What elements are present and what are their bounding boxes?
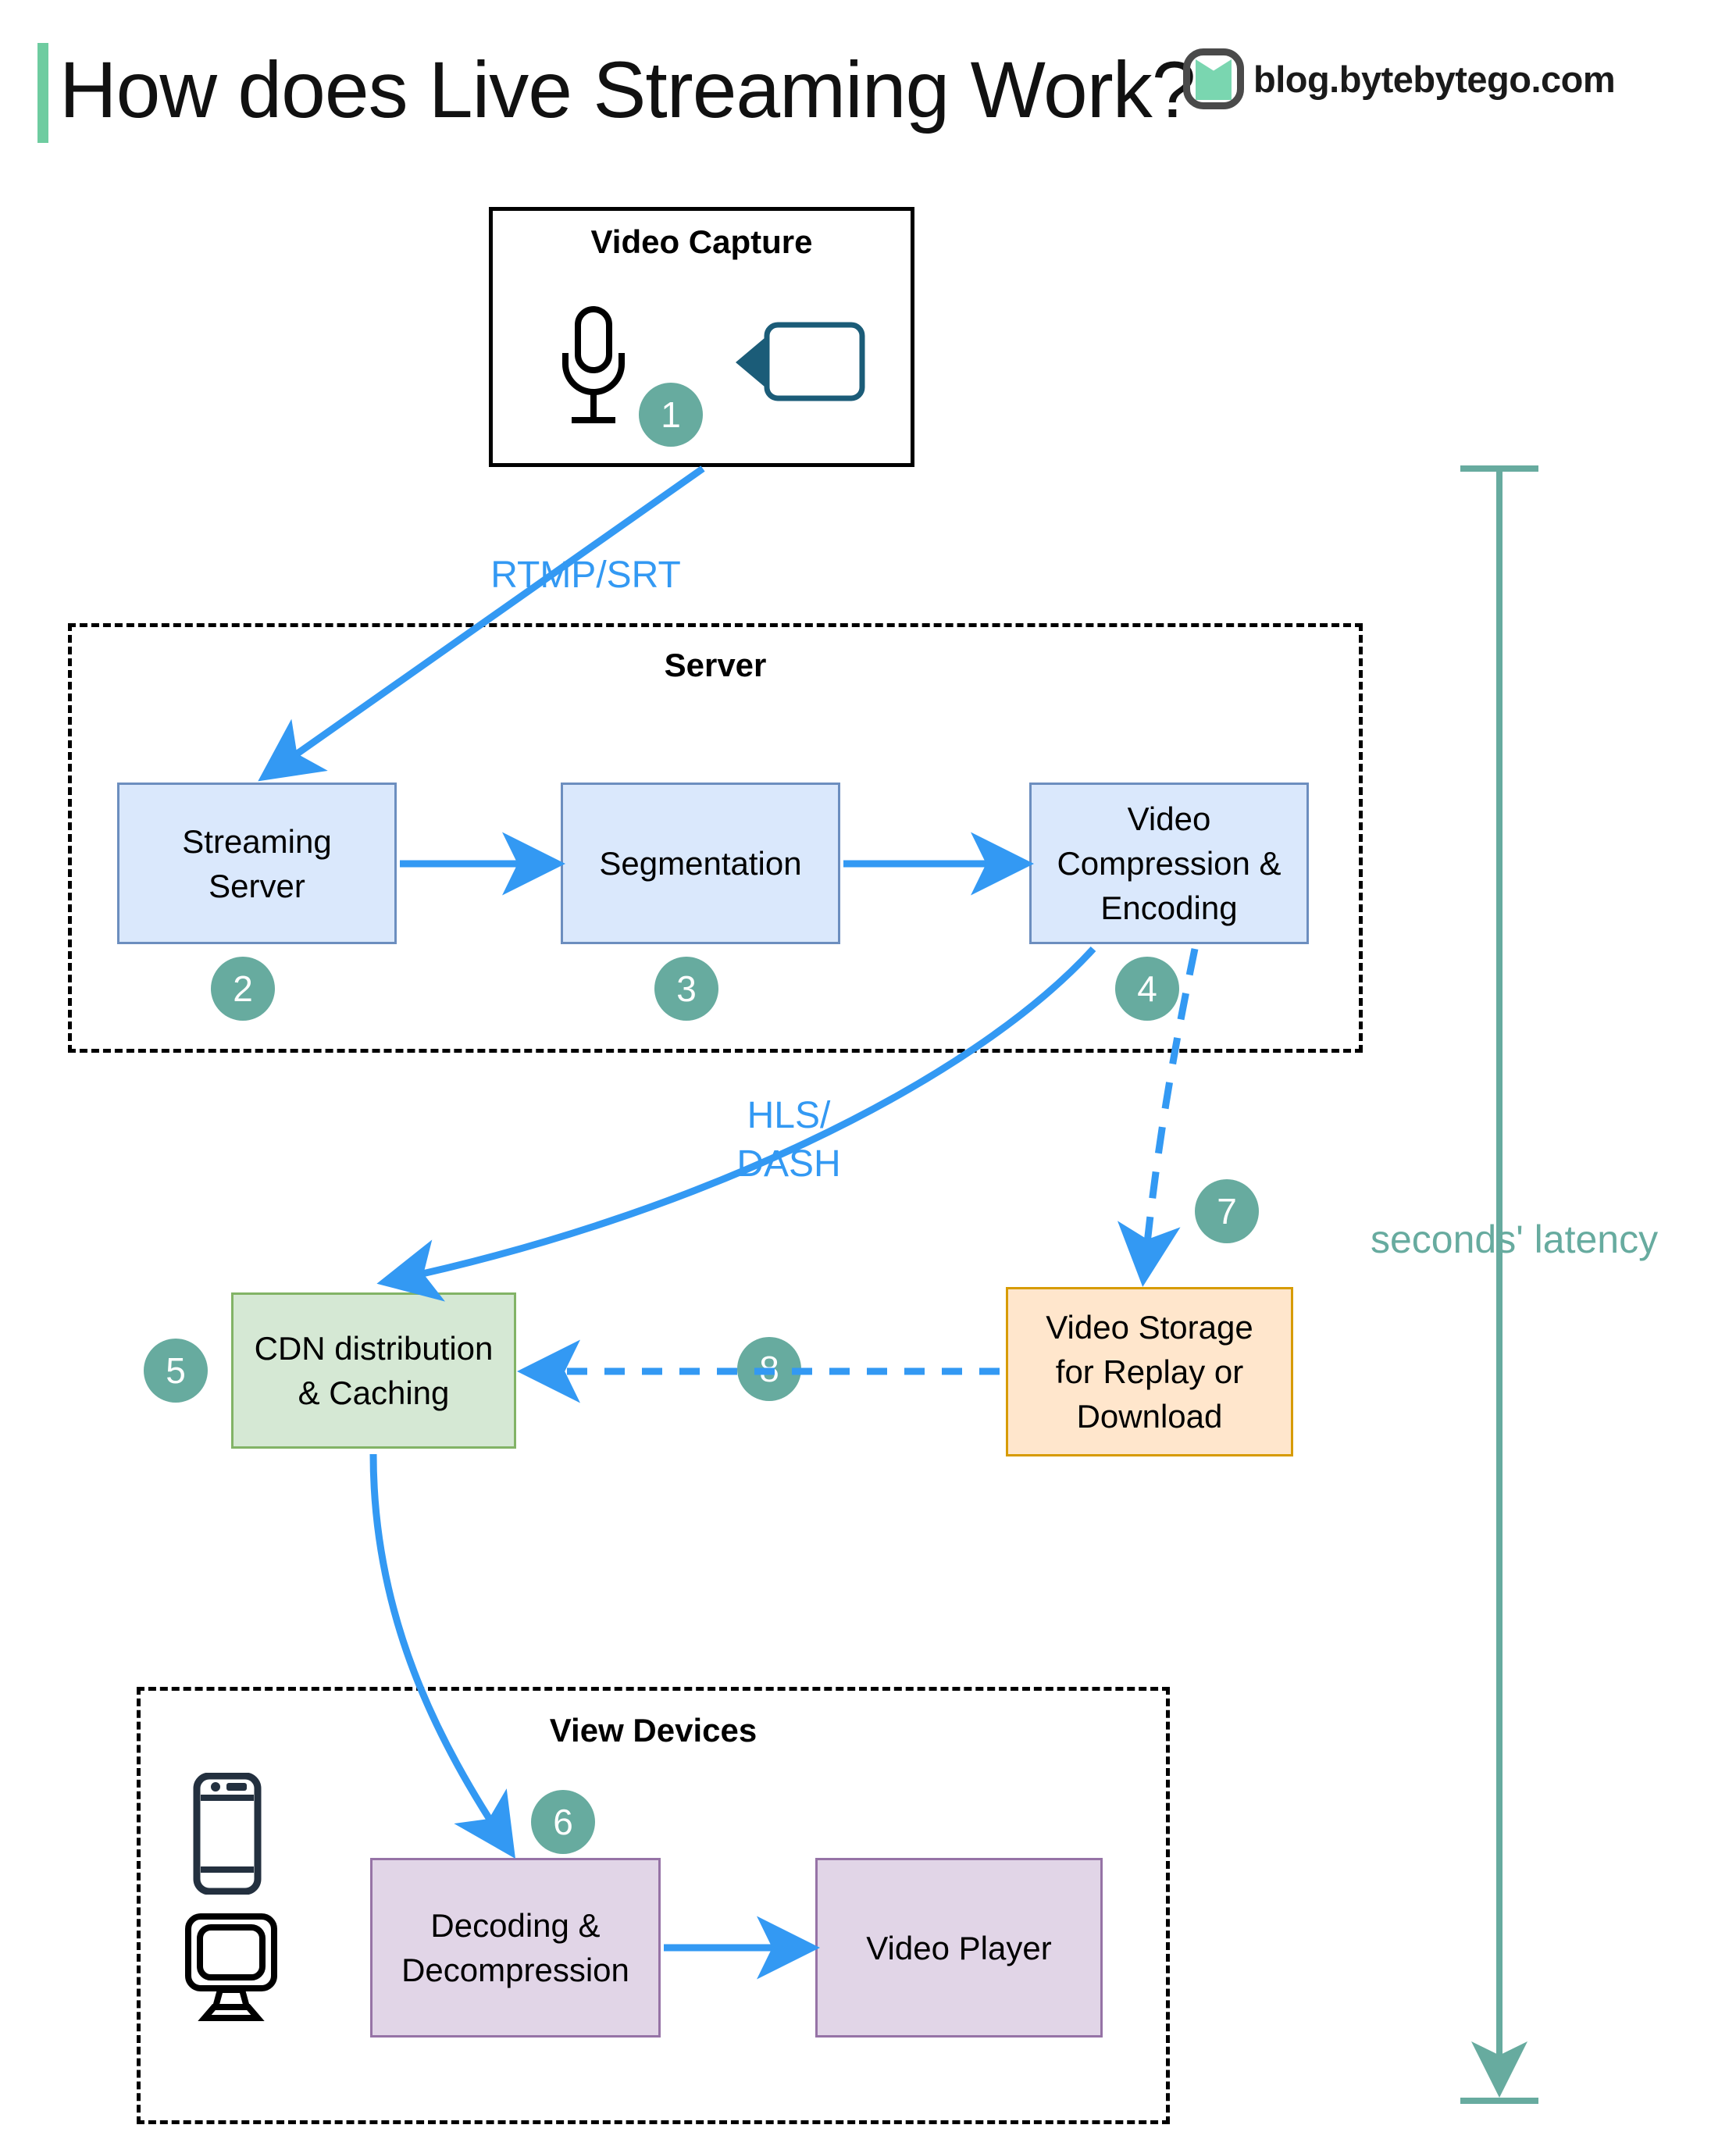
step-badge-2: 2: [211, 957, 275, 1021]
video-camera-icon: [726, 320, 867, 406]
step-badge-4: 4: [1115, 957, 1179, 1021]
brand-label: blog.bytebytego.com: [1253, 58, 1616, 100]
step-badge-3: 3: [654, 957, 718, 1021]
step-badge-6: 6: [531, 1790, 595, 1854]
video-capture-title: Video Capture: [590, 223, 813, 260]
step-badge-7: 7: [1195, 1179, 1259, 1243]
view-devices-container: [137, 1687, 1170, 2124]
node-segmentation[interactable]: Segmentation: [561, 783, 840, 944]
bytebytego-logo-icon: [1183, 48, 1244, 109]
node-video-storage[interactable]: Video Storage for Replay or Download: [1006, 1287, 1293, 1456]
step-badge-8: 8: [737, 1337, 801, 1401]
node-streaming-server[interactable]: Streaming Server: [117, 783, 397, 944]
edge-label-rtmp-srt: RTMP/SRT: [490, 554, 681, 596]
page-title: How does Live Streaming Work?: [59, 45, 1196, 134]
latency-annotation-label: seconds' latency: [1371, 1218, 1659, 1261]
brand: blog.bytebytego.com: [1183, 48, 1616, 109]
node-video-compression-encoding[interactable]: Video Compression & Encoding: [1029, 783, 1309, 944]
view-devices-title: View Devices: [549, 1712, 757, 1749]
node-video-player[interactable]: Video Player: [815, 1858, 1103, 2038]
edge-label-hls-dash: HLS/ DASH: [736, 1095, 841, 1185]
step-badge-5: 5: [144, 1339, 208, 1403]
desktop-monitor-icon: [184, 1913, 278, 2023]
mobile-phone-icon: [192, 1772, 262, 1895]
step-badge-1: 1: [639, 383, 703, 447]
title-accent-bar: [37, 43, 48, 143]
microphone-icon: [547, 305, 640, 430]
video-capture-container: [489, 207, 914, 467]
node-cdn-distribution-caching[interactable]: CDN distribution & Caching: [231, 1292, 516, 1449]
node-decoding-decompression[interactable]: Decoding & Decompression: [370, 1858, 661, 2038]
server-title: Server: [664, 647, 767, 683]
